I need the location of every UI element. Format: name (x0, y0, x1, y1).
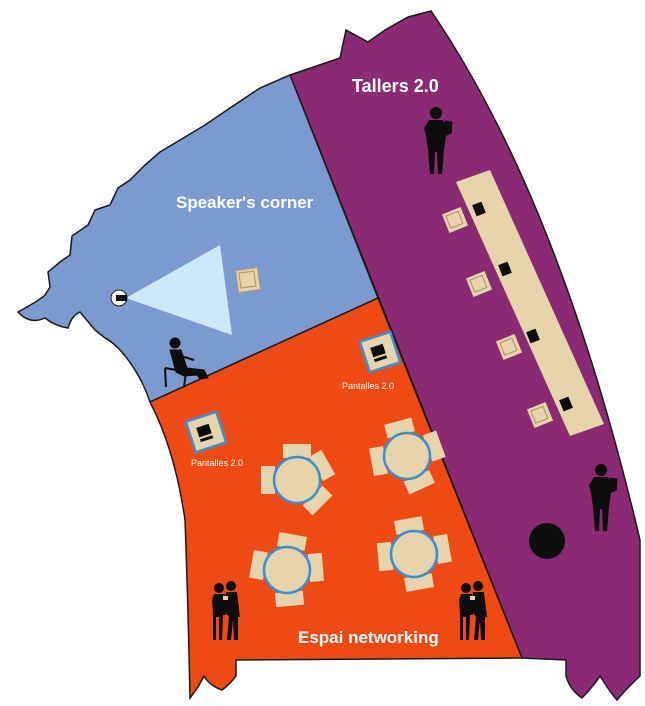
screen-icon[interactable] (358, 330, 402, 374)
speakers-corner-label: Speaker's corner (176, 193, 314, 212)
couple-icon (212, 581, 240, 640)
laptop-icon (526, 328, 540, 344)
laptop-icon (559, 396, 573, 412)
chair-icon (441, 206, 469, 234)
chair-icon (495, 333, 523, 361)
zone-espai-networking[interactable] (148, 296, 524, 701)
projector-icon[interactable] (110, 289, 128, 307)
laptop-icon (498, 261, 512, 277)
laptop-icon (472, 201, 486, 217)
tallers-label: Tallers 2.0 (352, 76, 439, 96)
zone-speakers-corner[interactable] (16, 74, 379, 404)
round-table-icon[interactable] (376, 516, 452, 592)
round-table-icon[interactable] (261, 444, 336, 516)
projection-beam (126, 245, 232, 335)
couple-icon (459, 581, 487, 640)
screen-label-1: Pantalles 2.0 (342, 381, 394, 391)
chair-icon (235, 267, 261, 293)
screen-icon[interactable] (184, 410, 228, 454)
seated-person-icon (164, 337, 209, 388)
column (529, 523, 565, 559)
screen-label-2: Pantalles 2.0 (191, 458, 243, 468)
round-table-icon[interactable] (249, 532, 325, 608)
espai-networking-label: Espai networking (298, 628, 439, 647)
workshop-table[interactable] (456, 170, 604, 436)
standing-person-icon (589, 464, 618, 531)
round-table-icon[interactable] (369, 417, 446, 495)
standing-person-icon (424, 107, 453, 174)
chair-icon (465, 270, 493, 298)
chair-icon (526, 401, 554, 429)
